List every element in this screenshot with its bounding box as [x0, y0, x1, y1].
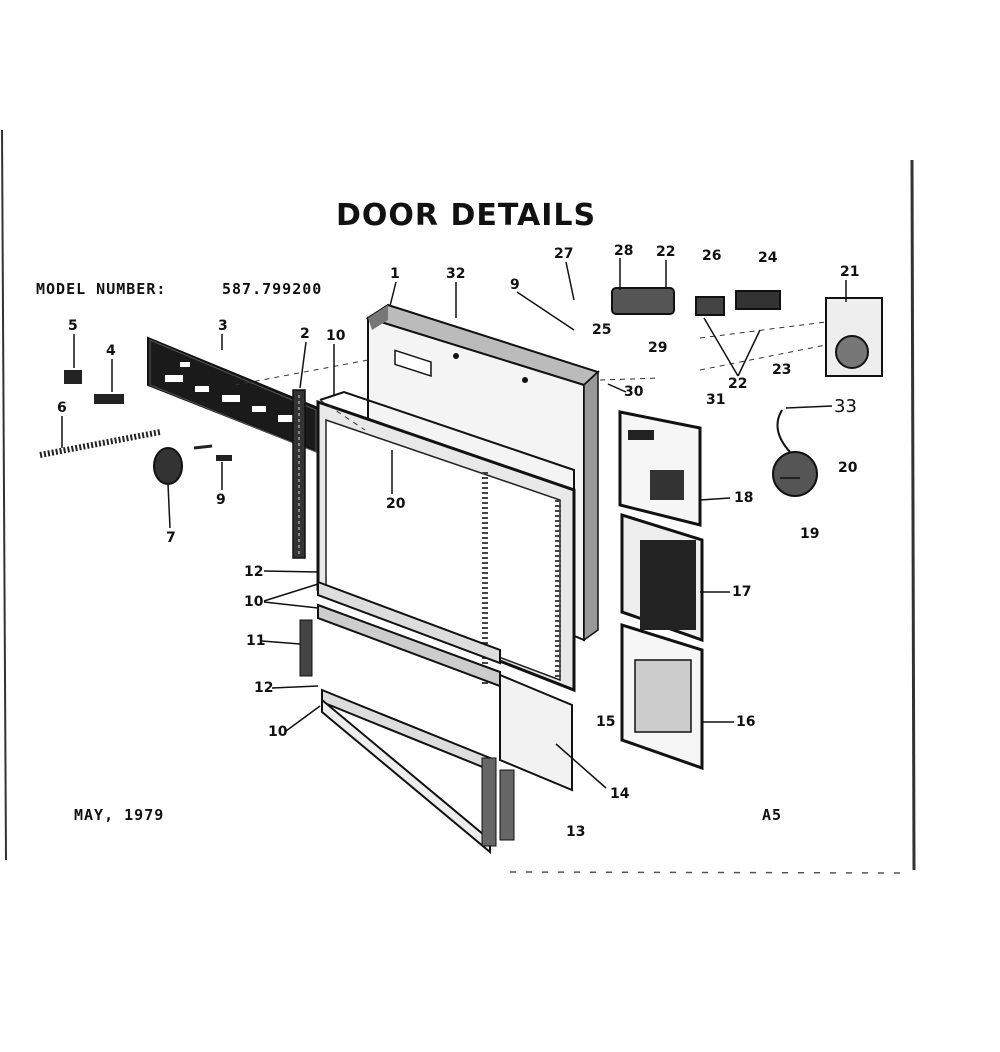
page-code: A5: [762, 806, 783, 824]
callout-label: 4: [106, 343, 116, 359]
callout-label: 20: [838, 460, 858, 476]
bottom-frame-edge: [509, 871, 901, 874]
control-panel: [147, 336, 319, 454]
callout-label: 12: [244, 564, 263, 580]
left-frame-edge: [1, 129, 7, 861]
callout-label: 12: [254, 680, 273, 696]
callout-label: 18: [734, 490, 753, 506]
callout-label: 19: [800, 526, 819, 542]
callout-label: 7: [166, 530, 176, 546]
bracket-part-4: [94, 394, 124, 404]
callout-label: 33: [834, 396, 857, 417]
callout-label: 6: [57, 400, 67, 416]
switch-part-5: [64, 370, 82, 384]
switch-part-24: [735, 290, 781, 310]
callout-label: 17: [732, 584, 751, 600]
callout-label: 13: [566, 824, 585, 840]
screw-part-8: [216, 455, 232, 461]
callout-label: 2: [300, 326, 310, 342]
callout-label: 16: [736, 714, 755, 730]
rod-part-6: [39, 429, 161, 458]
callout-label: 15: [596, 714, 615, 730]
callout-label: 10: [244, 594, 264, 610]
callout-label: 22: [728, 376, 747, 392]
callout-label: 5: [68, 318, 78, 334]
callout-label: 24: [758, 250, 778, 266]
callout-label: 10: [326, 328, 346, 344]
callout-label: 3: [218, 318, 228, 334]
guide-lines: [234, 321, 827, 431]
model-label: MODEL NUMBER:: [36, 280, 167, 298]
callout-label: 1: [390, 266, 400, 282]
callout-label: 28: [614, 243, 633, 259]
callout-label: 9: [216, 492, 226, 508]
callout-label: 32: [446, 266, 465, 282]
callout-label: 20: [386, 496, 406, 512]
callout-label: 23: [772, 362, 791, 378]
right-frame-edge: [910, 159, 916, 871]
callout-label: 31: [706, 392, 725, 408]
callout-label: 26: [702, 248, 721, 264]
callout-label: 14: [610, 786, 630, 802]
callout-label: 22: [656, 244, 675, 260]
panel-18: [618, 410, 702, 527]
panel-17: [620, 512, 704, 643]
kick-plate: [499, 673, 573, 792]
bracket-part-26: [695, 296, 725, 316]
callout-label: 11: [246, 633, 265, 649]
callout-label: 27: [554, 246, 573, 262]
callout-label: 29: [648, 340, 667, 356]
model-number: 587.799200: [222, 280, 323, 298]
lower-trim-pieces: [299, 580, 515, 855]
callout-label: 25: [592, 322, 611, 338]
panel-16: [620, 622, 704, 771]
callout-label: 9: [510, 277, 520, 293]
motor-part-19: [772, 451, 818, 497]
callout-label: 21: [840, 264, 859, 280]
callout-label: 30: [624, 384, 644, 400]
door-liner: [316, 390, 576, 693]
revision-date: MAY, 1979: [74, 806, 165, 824]
callout-label: 10: [268, 724, 288, 740]
diagram-title: DOOR DETAILS: [336, 198, 597, 233]
latch-part-28: [611, 287, 675, 315]
leader-lines: [61, 258, 847, 789]
